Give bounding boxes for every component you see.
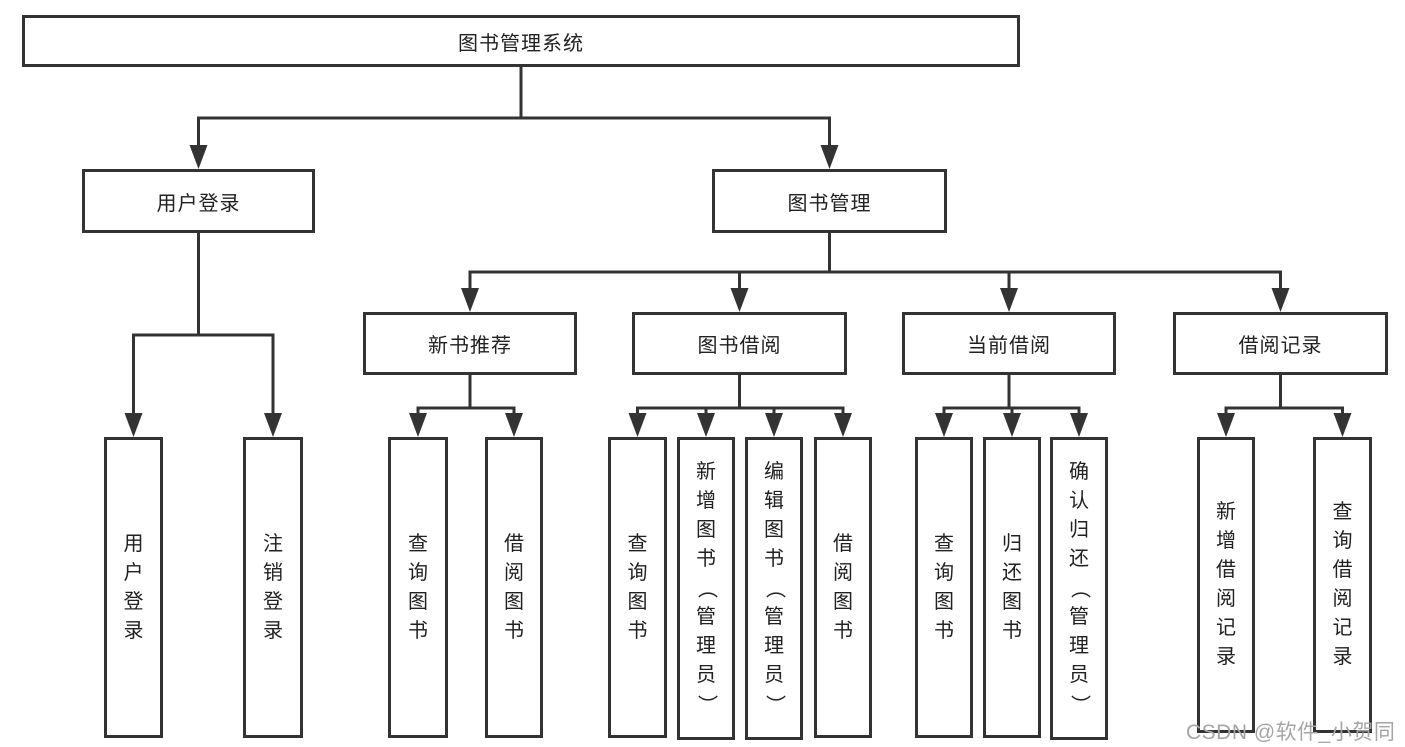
node-leaf-add-book-admin: 新增图书（管理员） — [677, 437, 735, 740]
node-leaf-query-books-current: 查询图书 — [915, 437, 973, 738]
node-leaf-edit-book-admin: 编辑图书（管理员） — [745, 437, 803, 740]
node-user-login: 用户登录 — [82, 169, 315, 233]
node-borrow-records: 借阅记录 — [1173, 312, 1388, 375]
node-leaf-query-books-recommend: 查询图书 — [388, 437, 448, 738]
node-leaf-query-books-borrowing: 查询图书 — [608, 437, 667, 738]
node-current-borrowing: 当前借阅 — [902, 312, 1116, 375]
node-leaf-return-books: 归还图书 — [983, 437, 1041, 738]
node-book-borrowing: 图书借阅 — [632, 312, 847, 375]
node-leaf-logout: 注销登录 — [243, 437, 303, 738]
node-leaf-query-borrow-record: 查询借阅记录 — [1313, 437, 1372, 733]
watermark: CSDN @软件_小贺同学 — [1186, 721, 1396, 744]
node-leaf-borrow-books-borrowing: 借阅图书 — [814, 437, 872, 738]
node-root-library-system: 图书管理系统 — [22, 15, 1020, 67]
node-leaf-confirm-return-admin: 确认归还（管理员） — [1050, 437, 1108, 740]
node-book-management: 图书管理 — [712, 169, 947, 233]
node-new-book-recommend: 新书推荐 — [363, 312, 577, 375]
node-leaf-borrow-books-recommend: 借阅图书 — [485, 437, 543, 738]
node-leaf-add-borrow-record: 新增借阅记录 — [1197, 437, 1255, 733]
node-leaf-user-login: 用户登录 — [104, 437, 163, 738]
